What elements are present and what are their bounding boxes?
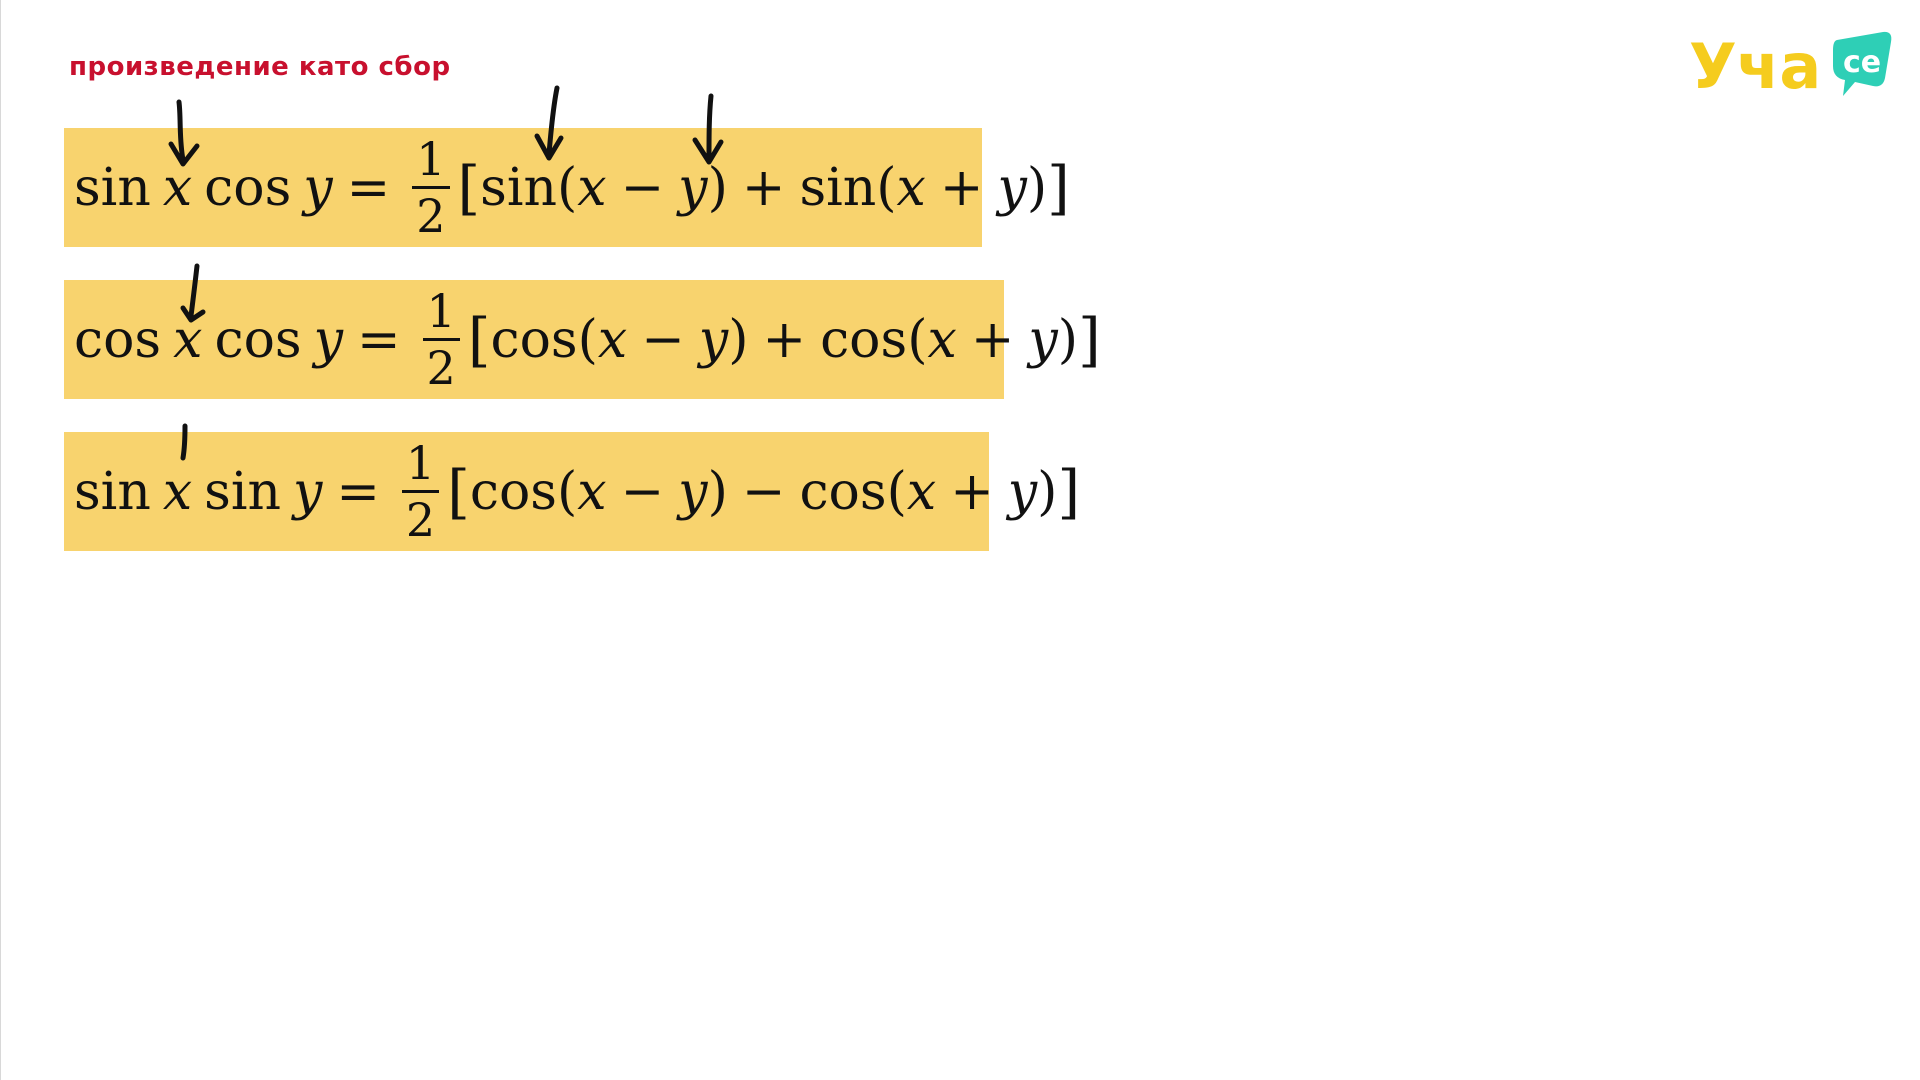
equals-sign: = (346, 157, 391, 218)
lhs-variable-2: y (303, 157, 333, 218)
term-1-close-paren: ) (728, 309, 749, 370)
right-bracket: ] (1047, 153, 1070, 222)
fraction-bar (412, 186, 450, 189)
term-2-function: cos (820, 309, 908, 370)
handwritten-arrow-down-icon (180, 263, 206, 323)
equals-sign: = (336, 461, 380, 522)
handwritten-arrow-down-icon (692, 93, 724, 165)
term-1-open-paren: ( (556, 461, 578, 522)
lhs-variable-1: x (162, 157, 193, 218)
fraction-numerator: 1 (426, 284, 456, 338)
left-bracket: [ (467, 305, 491, 374)
term-1-operator: − (620, 461, 665, 522)
term-1-operator: − (620, 157, 665, 218)
lhs-function-1: sin (74, 157, 151, 218)
term-2-open-paren: ( (907, 309, 928, 370)
term-1-variable-a: x (597, 309, 628, 370)
term-1-variable-b: y (678, 461, 708, 522)
formula-3: sin x sin y = 1 2 [ cos ( x − y ) − cos … (74, 432, 1080, 551)
equals-sign: = (356, 309, 401, 370)
term-2-variable-a: x (927, 309, 957, 370)
formula-box-2: cos x cos y = 1 2 [ cos ( x − y ) + cos … (64, 280, 1101, 399)
lhs-function-2: sin (204, 461, 281, 522)
term-1-variable-a: x (577, 461, 607, 522)
term-2-variable-b: y (997, 157, 1027, 218)
lhs-function-1: sin (74, 461, 151, 522)
fraction-denominator: 2 (405, 493, 436, 547)
term-1-function: sin (480, 157, 557, 218)
term-1-function: cos (490, 309, 578, 370)
term-2-close-paren: ) (1057, 309, 1079, 370)
term-2-open-paren: ( (876, 157, 897, 218)
term-2-operator: + (939, 157, 984, 218)
term-1-operator: − (641, 309, 685, 370)
left-bracket: [ (447, 457, 470, 526)
term-2-variable-a: x (896, 157, 926, 218)
lhs-function-1: cos (74, 309, 162, 370)
fraction-numerator: 1 (416, 132, 446, 186)
slide-heading: произведение като сбор (69, 52, 451, 82)
term-2-variable-b: y (1007, 461, 1038, 522)
fraction-one-half: 1 2 (401, 436, 440, 547)
formula-box-3: sin x sin y = 1 2 [ cos ( x − y ) − cos … (64, 432, 1080, 551)
term-2-operator: + (950, 461, 994, 522)
term-2-open-paren: ( (886, 461, 907, 522)
fraction-numerator: 1 (405, 436, 436, 490)
handwritten-arrow-down-icon (534, 85, 564, 161)
logo-badge (1833, 31, 1892, 96)
fraction-bar (422, 338, 460, 341)
lhs-function-2: cos (204, 157, 292, 218)
term-2-function: cos (799, 461, 887, 522)
term-1-open-paren: ( (577, 309, 598, 370)
term-2-variable-a: x (906, 461, 937, 522)
term-1-close-paren: ) (707, 157, 728, 218)
fraction-one-half: 1 2 (412, 132, 450, 243)
handwritten-arrow-down-icon (168, 99, 200, 167)
right-bracket: ] (1078, 305, 1101, 374)
fraction-one-half: 1 2 (422, 284, 460, 395)
right-bracket: ] (1057, 457, 1081, 526)
term-1-function: cos (469, 461, 557, 522)
term-1-variable-b: y (678, 157, 708, 218)
middle-operator: + (741, 157, 786, 218)
middle-operator: − (741, 461, 786, 522)
formula-box-1: sin x cos y = 1 2 [ sin ( x − y ) + sin … (64, 128, 1070, 247)
handwritten-stroke-icon (180, 423, 188, 461)
formula-1: sin x cos y = 1 2 [ sin ( x − y ) + sin … (74, 128, 1070, 247)
left-bracket: [ (457, 153, 481, 222)
middle-operator: + (762, 309, 807, 370)
term-1-close-paren: ) (707, 461, 728, 522)
lhs-variable-2: y (313, 309, 343, 370)
lhs-variable-1: x (162, 461, 193, 522)
term-2-close-paren: ) (1026, 157, 1048, 218)
fraction-denominator: 2 (426, 341, 456, 395)
fraction-bar (401, 490, 440, 493)
ucha-se-logo: Уча се (1689, 30, 1892, 103)
lhs-variable-2: y (292, 461, 323, 522)
term-2-operator: + (970, 309, 1015, 370)
logo-badge-text: се (1843, 45, 1881, 80)
term-2-close-paren: ) (1037, 461, 1058, 522)
term-1-variable-b: y (698, 309, 729, 370)
term-2-function: sin (799, 157, 877, 218)
logo-wordmark: Уча (1689, 30, 1821, 103)
term-1-variable-a: x (577, 157, 607, 218)
fraction-denominator: 2 (416, 189, 446, 243)
lhs-function-2: cos (214, 309, 302, 370)
term-1-open-paren: ( (556, 157, 578, 218)
term-2-variable-b: y (1028, 309, 1058, 370)
formula-2: cos x cos y = 1 2 [ cos ( x − y ) + cos … (74, 280, 1101, 399)
